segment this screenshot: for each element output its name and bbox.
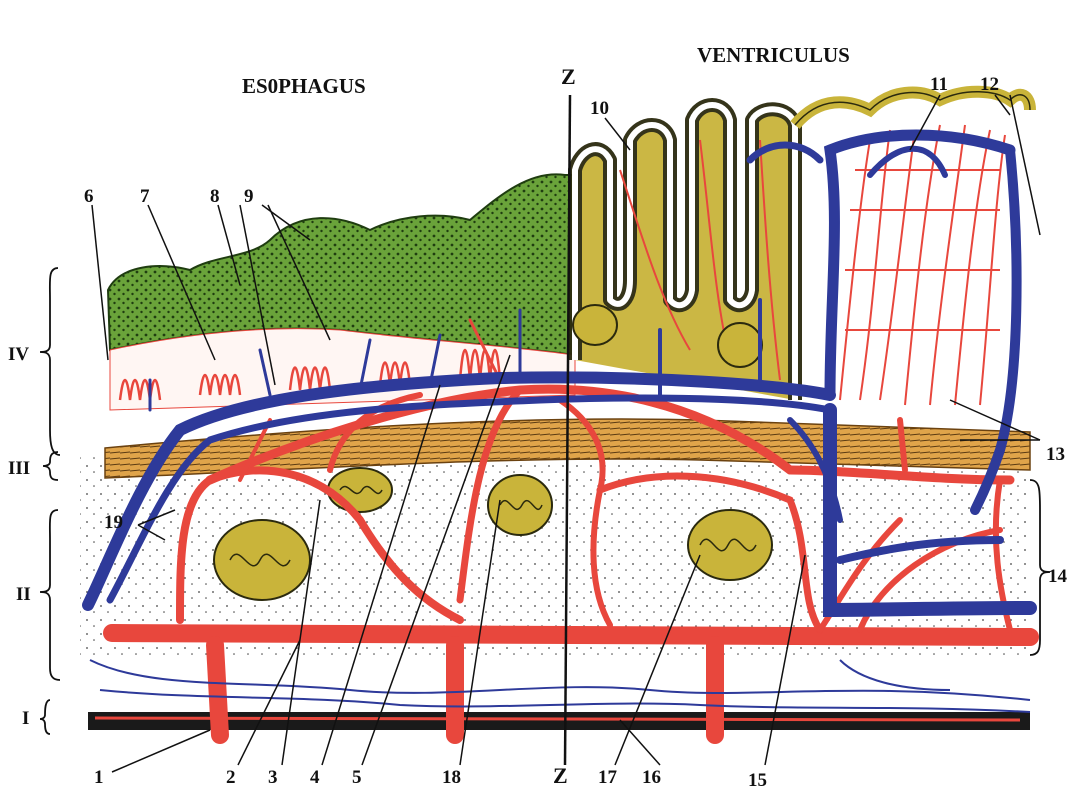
label-2: 2 <box>226 767 236 788</box>
serosal-venous-plexus <box>90 660 1030 712</box>
label-10: 10 <box>590 98 609 119</box>
layer-label-iv: IV <box>8 344 29 365</box>
label-19: 19 <box>104 512 123 533</box>
label-9: 9 <box>244 186 254 207</box>
label-8: 8 <box>210 186 220 207</box>
layer-label-ii: II <box>16 584 31 605</box>
label-15: 15 <box>748 770 767 791</box>
serosa-red-line <box>95 718 1020 720</box>
label-12: 12 <box>980 74 999 95</box>
z-line-label-top: Z <box>561 64 576 89</box>
label-18: 18 <box>442 767 461 788</box>
label-1: 1 <box>94 767 104 788</box>
esophagus-title: ES0PHAGUS <box>242 74 366 98</box>
label-11: 11 <box>930 74 948 95</box>
label-7: 7 <box>140 186 150 207</box>
gastric-surface-rim <box>795 92 1030 125</box>
label-6: 6 <box>84 186 94 207</box>
esophageal-epithelium <box>108 174 575 355</box>
label-3: 3 <box>268 767 278 788</box>
ventriculus-title: VENTRICULUS <box>697 43 850 67</box>
label-16: 16 <box>642 767 661 788</box>
label-5: 5 <box>352 767 362 788</box>
layer-label-i: I <box>22 708 29 729</box>
label-13: 13 <box>1046 444 1065 465</box>
label-17: 17 <box>598 767 618 788</box>
z-line-label-bottom: Z <box>553 763 568 788</box>
label-14: 14 <box>1048 566 1068 587</box>
layer-label-iii: III <box>8 458 30 479</box>
label-4: 4 <box>310 767 320 788</box>
